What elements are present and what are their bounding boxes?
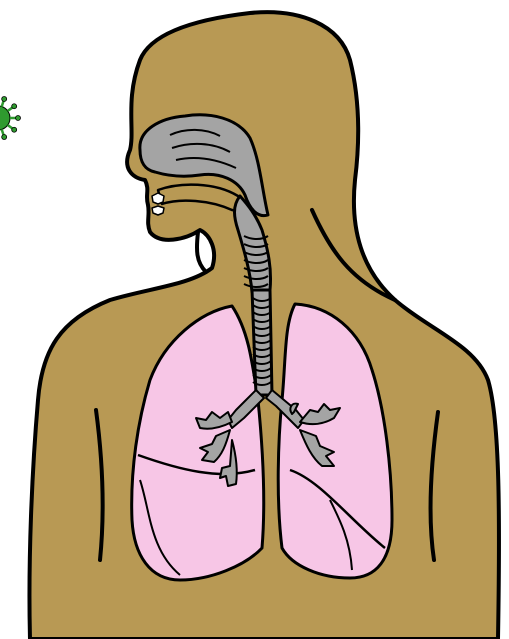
virus-icon — [0, 96, 21, 139]
virus-spike-tip — [2, 135, 7, 140]
neck-line-left — [197, 232, 206, 272]
virus-spike-tip — [16, 116, 21, 121]
virus-spike-tip — [12, 127, 17, 132]
virus-spike-tip — [2, 96, 7, 101]
virus-spike-tip — [12, 104, 17, 109]
